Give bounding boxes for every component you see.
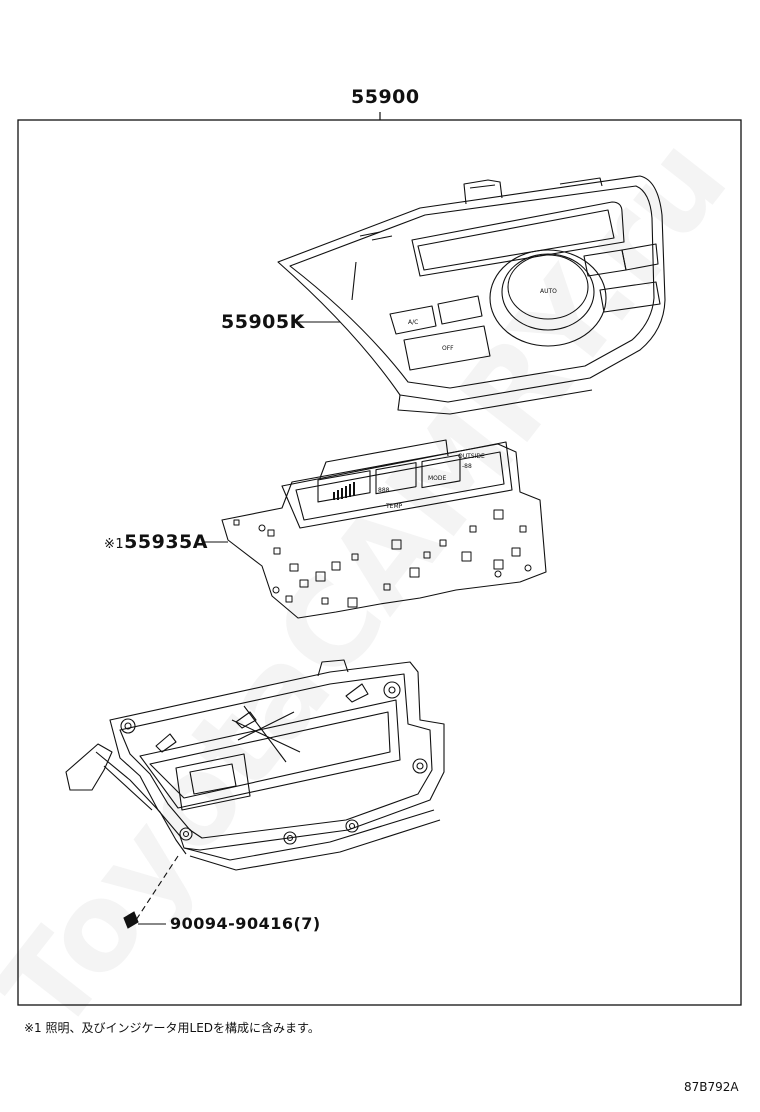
outside-digits: -88: [462, 463, 472, 470]
circuit-board: [221, 439, 547, 619]
note-marker: ※1: [104, 537, 125, 552]
part-number-screw: 90094-90416: [170, 914, 294, 933]
outside-label: OUTSIDE: [458, 453, 485, 460]
part-number-55905k: 55905K: [221, 311, 305, 333]
screw: [123, 855, 179, 929]
control-panel-cover: [277, 175, 666, 415]
mode-label: MODE: [428, 475, 447, 482]
part-label-screw: 90094-90416(7): [170, 914, 321, 933]
part-label-55935a: ※155935A: [104, 531, 208, 553]
temp-label: TEMP: [385, 503, 403, 510]
part-quantity-screw: (7): [293, 914, 321, 933]
control-panel-labels: AUTO A/C OFF: [408, 288, 557, 352]
temp-digits: 888: [378, 487, 390, 494]
ac-label: A/C: [408, 319, 418, 326]
screw-dashed-line: [135, 855, 179, 921]
drawing-id: 87B792A: [684, 1080, 739, 1094]
assembly-part-number: 55900: [351, 86, 420, 108]
part-number-55935a: 55935A: [124, 531, 208, 553]
footnote: ※1 照明、及びインジケータ用LEDを構成に含みます。: [24, 1021, 320, 1035]
off-label: OFF: [442, 345, 454, 352]
control-bracket: [65, 659, 445, 871]
auto-label: AUTO: [540, 288, 557, 295]
display-labels: 888 TEMP MODE OUTSIDE -88: [378, 453, 485, 510]
watermark-text: ToyotaCAMRY.ru: [0, 113, 754, 1058]
